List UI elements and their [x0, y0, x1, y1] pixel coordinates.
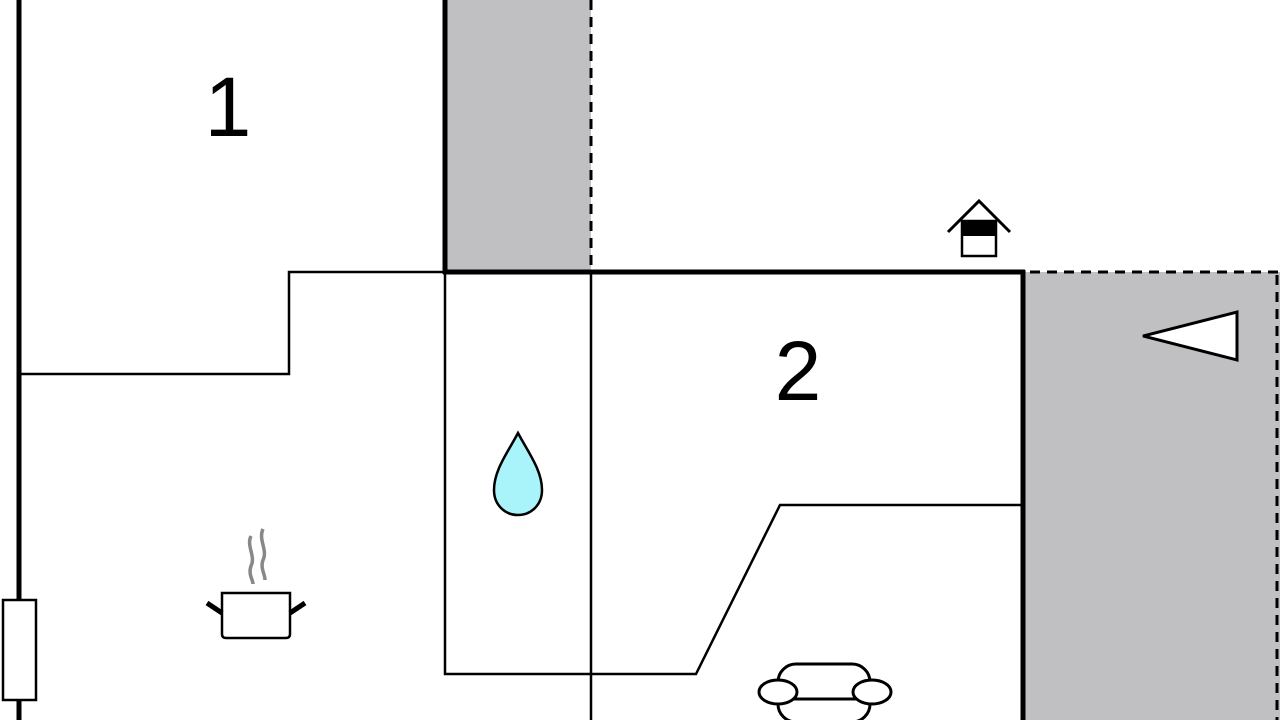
- dashed-boundaries: [589, 0, 1280, 720]
- interior-walls: [20, 270, 1021, 720]
- sofa-icon: [757, 662, 893, 720]
- house-entrance-icon: [946, 198, 1012, 258]
- room-label-2: 2: [775, 324, 822, 418]
- north-arrow-icon: [1142, 310, 1239, 362]
- kitchen-pot-icon: [205, 528, 307, 640]
- room-label-1: 1: [205, 60, 252, 154]
- outside-area-top: [445, 0, 591, 272]
- window: [1, 598, 38, 702]
- water-drop-icon: [492, 430, 544, 517]
